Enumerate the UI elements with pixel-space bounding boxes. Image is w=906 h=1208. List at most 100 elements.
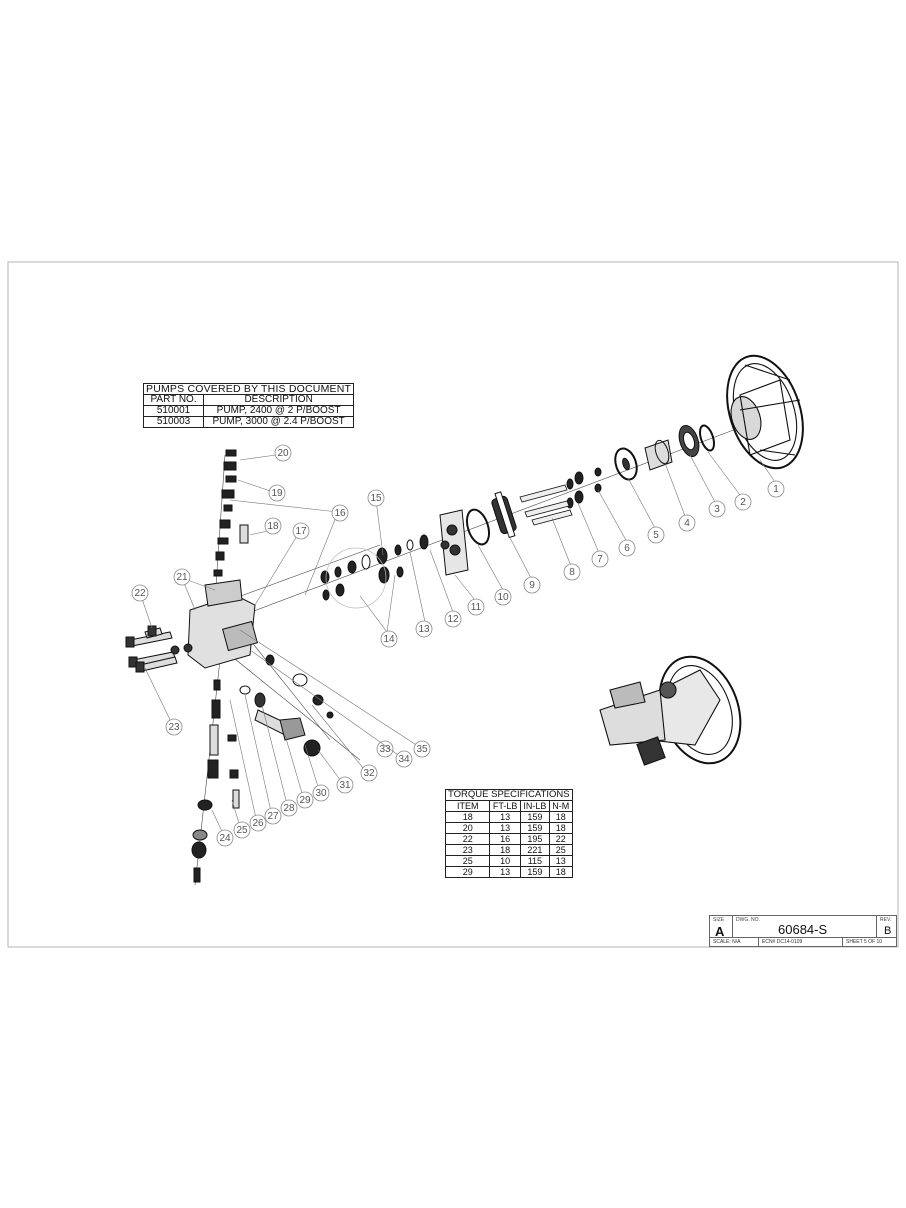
description-cell: PUMP, 2400 @ 2 P/BOOST <box>203 405 355 417</box>
in-lb-cell: 159 <box>519 822 550 834</box>
crankcase-housing <box>726 354 804 470</box>
in-lb-cell: 221 <box>519 844 550 856</box>
table-row: 18 13 159 18 <box>444 811 573 823</box>
n-m-cell: 18 <box>548 822 573 834</box>
item-cell: 22 <box>444 833 491 845</box>
balloon-2: 2 <box>740 497 746 508</box>
plunger-springs <box>491 491 517 539</box>
balloon-29: 29 <box>299 795 311 806</box>
n-m-cell: 18 <box>548 811 573 823</box>
torque-table-title: TORQUE SPECIFICATIONS <box>445 789 573 801</box>
table-row: 23 18 221 25 <box>444 844 573 856</box>
balloon-16: 16 <box>334 508 346 519</box>
packing-seals <box>320 534 429 601</box>
scale-text: SCALE: N/A <box>713 939 741 945</box>
header-in-lb: IN-LB <box>519 800 550 812</box>
item-cell: 20 <box>444 822 491 834</box>
balloon-25: 25 <box>236 825 248 836</box>
item-cell: 29 <box>444 866 491 878</box>
balloon-5: 5 <box>653 530 659 541</box>
header-item: ITEM <box>444 800 491 812</box>
valve-stack-upper <box>213 449 249 577</box>
ft-lb-cell: 13 <box>489 866 521 878</box>
head-bolts <box>125 625 193 673</box>
oring-and-retainer <box>439 508 491 576</box>
balloon-35: 35 <box>416 744 428 755</box>
revision-value: B <box>884 925 892 937</box>
balloon-6: 6 <box>624 543 630 554</box>
n-m-cell: 18 <box>548 866 573 878</box>
sheet-number: SHEET 5 OF 10 <box>846 939 883 945</box>
ft-lb-cell: 13 <box>489 811 521 823</box>
balloon-32: 32 <box>363 768 375 779</box>
description-cell: PUMP, 3000 @ 2.4 P/BOOST <box>203 416 355 428</box>
table-row: 20 13 159 18 <box>444 822 573 834</box>
item-cell: 18 <box>444 811 491 823</box>
balloon-9: 9 <box>529 580 535 591</box>
balloon-23: 23 <box>168 722 180 733</box>
ecn-text: ECN# DC14-0109 <box>762 939 803 945</box>
balloon-31: 31 <box>339 780 351 791</box>
table-row: 22 16 195 22 <box>444 833 573 845</box>
valve-stack-lower <box>191 679 240 883</box>
balloon-7: 7 <box>597 554 603 565</box>
balloon-26: 26 <box>252 818 264 829</box>
header-ft-lb: FT-LB <box>489 800 521 812</box>
sheet-border <box>7 261 899 948</box>
balloon-labels: 1 2 3 4 5 6 7 8 9 10 11 12 13 14 15 16 1… <box>134 448 779 844</box>
balloon-33-circle <box>376 740 394 758</box>
in-lb-cell: 195 <box>519 833 550 845</box>
pumps-table-title: PUMPS COVERED BY THIS DOCUMENT <box>142 383 355 395</box>
balloon-11: 11 <box>471 602 482 613</box>
plungers <box>519 484 573 526</box>
ft-lb-cell: 10 <box>489 855 521 867</box>
balloon-21: 21 <box>176 572 188 583</box>
assembled-pump-view <box>599 655 742 766</box>
torque-specifications-table: TORQUE SPECIFICATIONS ITEM FT-LB IN-LB N… <box>444 789 573 878</box>
manifold-head <box>187 579 258 669</box>
balloon-27: 27 <box>267 811 279 822</box>
balloon-1: 1 <box>773 484 779 495</box>
balloon-10: 10 <box>497 592 509 603</box>
bearing-stack <box>566 424 715 509</box>
item-balloons <box>131 444 785 847</box>
n-m-cell: 13 <box>548 855 573 867</box>
in-lb-cell: 159 <box>519 866 550 878</box>
balloon-4: 4 <box>684 518 690 529</box>
ft-lb-cell: 13 <box>489 822 521 834</box>
balloon-28: 28 <box>283 803 295 814</box>
table-row: 29 13 159 18 <box>444 866 573 878</box>
item-cell: 23 <box>444 844 491 856</box>
balloon-8: 8 <box>569 567 575 578</box>
balloon-13: 13 <box>418 624 430 635</box>
table-row: 510003 PUMP, 3000 @ 2.4 P/BOOST <box>142 416 355 428</box>
balloon-12: 12 <box>447 614 459 625</box>
part-no-cell: 510001 <box>142 405 205 417</box>
title-block: SIZE A DWG. NO. 60684-S REV. B SCALE: N/… <box>709 915 897 947</box>
balloon-20: 20 <box>277 448 289 459</box>
balloon-30: 30 <box>315 788 327 799</box>
pumps-covered-table: PUMPS COVERED BY THIS DOCUMENT PART NO. … <box>142 383 355 428</box>
balloon-17: 17 <box>295 526 307 537</box>
part-no-cell: 510003 <box>142 416 205 428</box>
balloon-22: 22 <box>134 588 146 599</box>
balloon-34: 34 <box>398 754 410 765</box>
n-m-cell: 25 <box>548 844 573 856</box>
drawing-number: 60684-S <box>778 922 828 937</box>
table-row: 510001 PUMP, 2400 @ 2 P/BOOST <box>142 405 355 417</box>
header-part-no: PART NO. <box>142 394 205 406</box>
ft-lb-cell: 18 <box>489 844 521 856</box>
table-row: 25 10 115 13 <box>444 855 573 867</box>
ft-lb-cell: 16 <box>489 833 521 845</box>
size-label: SIZE <box>713 917 725 923</box>
balloon-19: 19 <box>271 488 283 499</box>
balloon-18: 18 <box>267 521 279 532</box>
header-description: DESCRIPTION <box>203 394 355 406</box>
balloon-33: 33 <box>379 744 391 755</box>
size-value: A <box>715 924 725 939</box>
item-cell: 25 <box>444 855 491 867</box>
in-lb-cell: 159 <box>519 811 550 823</box>
balloon-15: 15 <box>370 493 382 504</box>
